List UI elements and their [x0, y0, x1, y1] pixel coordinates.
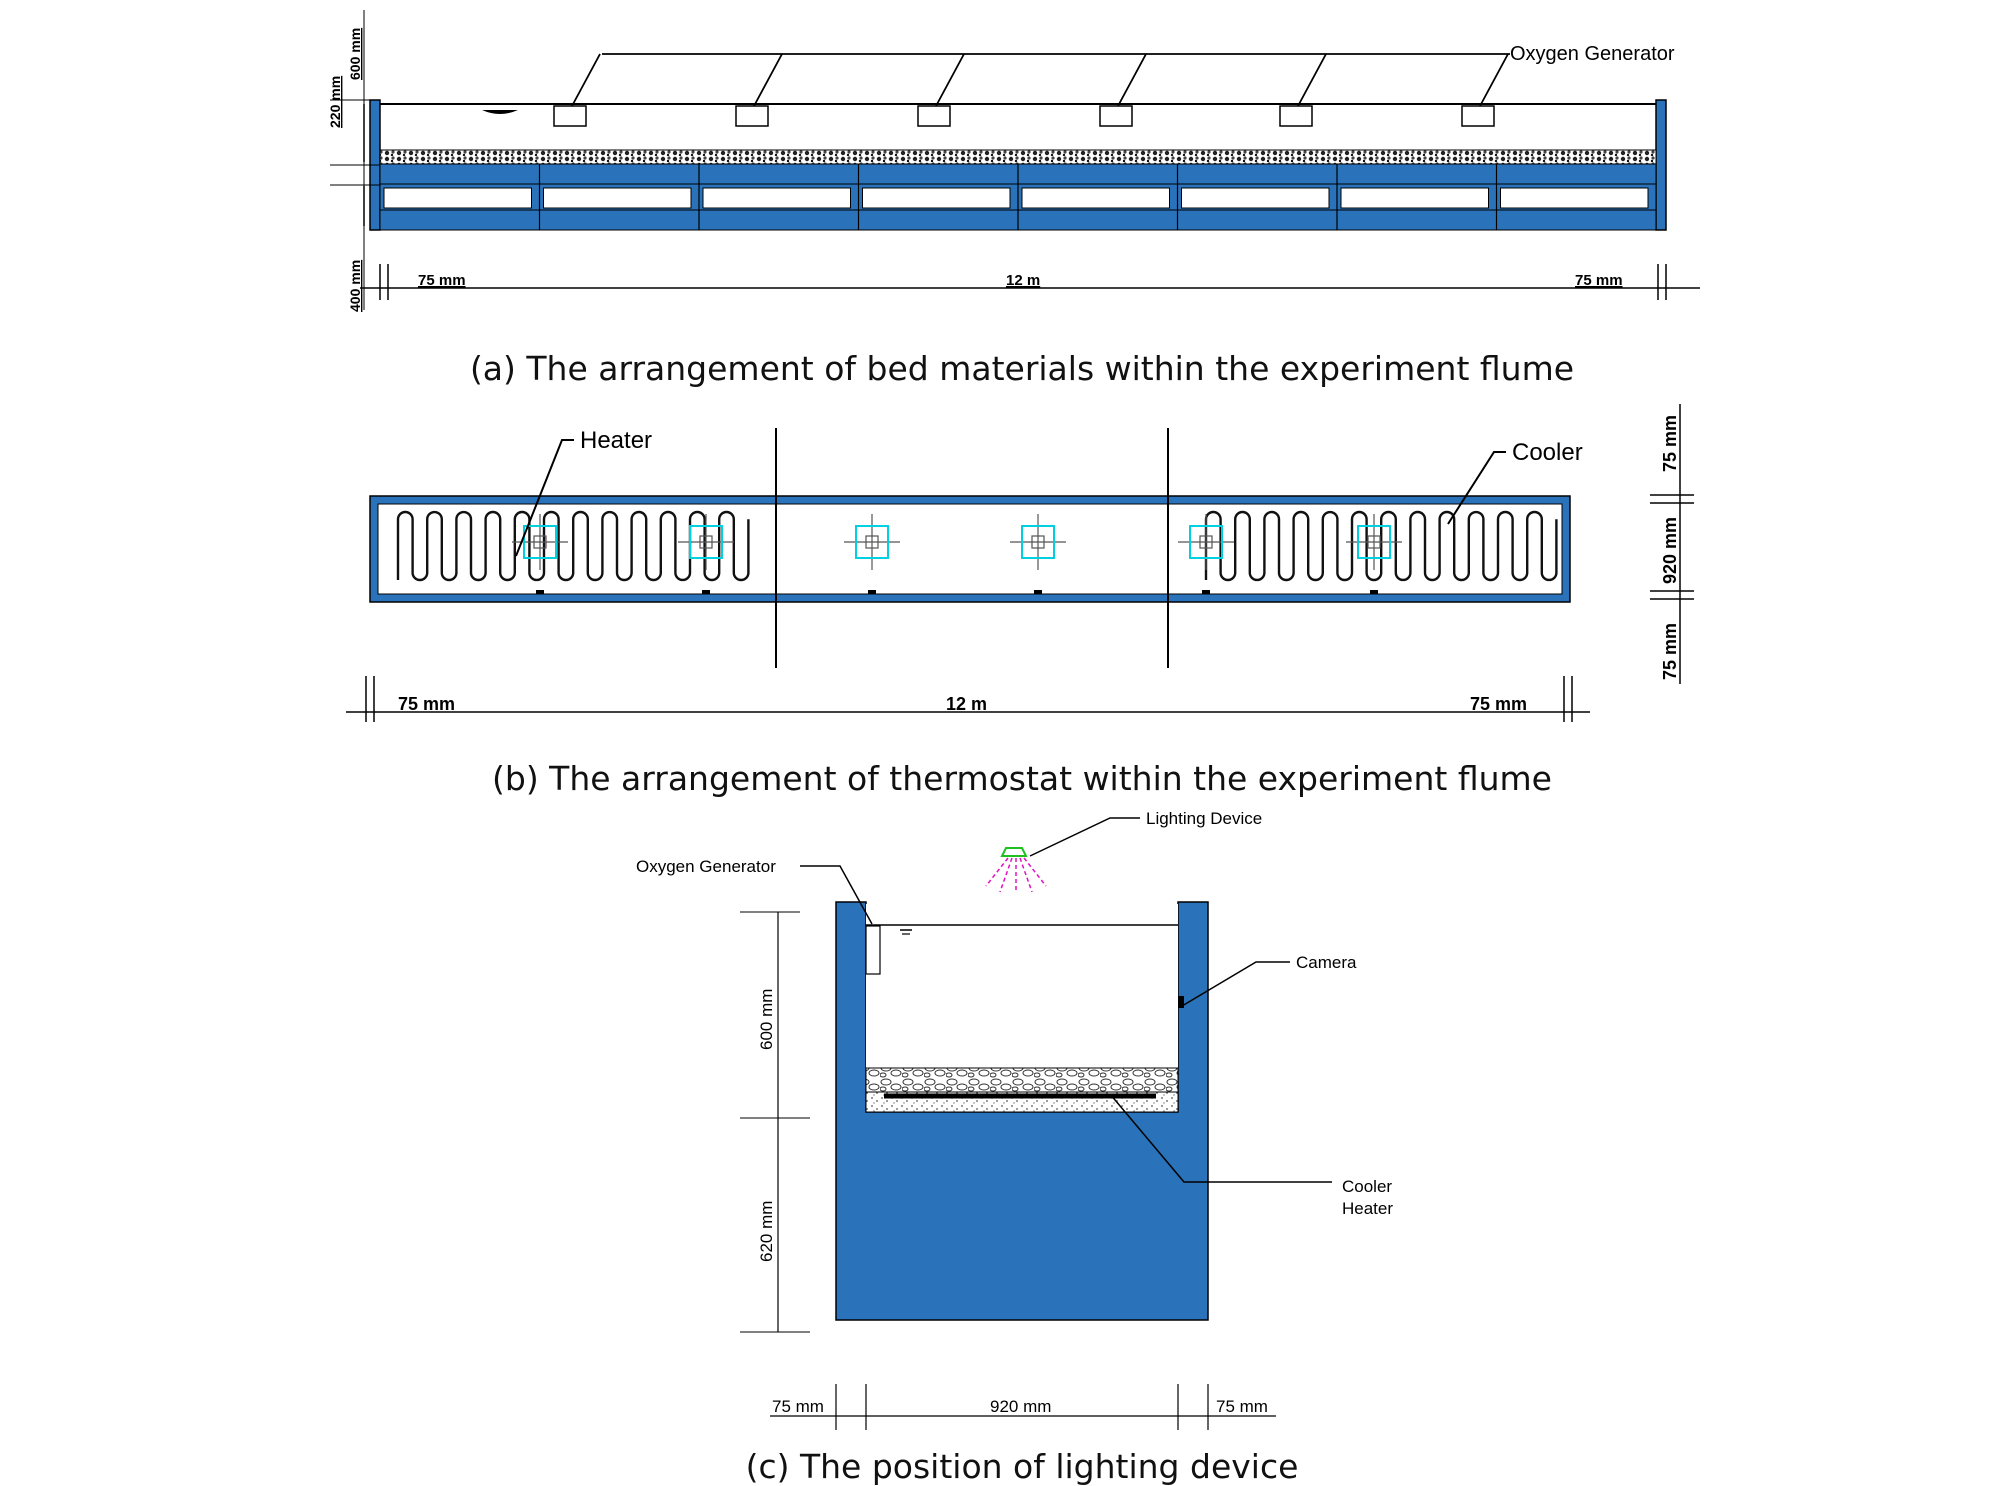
bottom-tick	[536, 590, 544, 594]
gravel-layer	[865, 1067, 1179, 1093]
caption-c: (c) The position of lighting device	[746, 1447, 1299, 1486]
oxygen-generator-label: Oxygen Generator	[1510, 43, 1675, 65]
sensor-box	[1189, 525, 1223, 559]
dim-c-center-920: 920 mm	[990, 1397, 1051, 1416]
dim-600-label: 600 mm	[347, 28, 363, 80]
bed-opening	[1181, 187, 1330, 209]
caption-a: (a) The arrangement of bed materials wit…	[470, 349, 1574, 388]
heater-label-c: Heater	[1342, 1199, 1393, 1218]
dim-b-center-12m: 12 m	[946, 694, 987, 714]
oxygen-leader	[1297, 53, 1327, 107]
dim-left-75: 75 mm	[418, 272, 466, 289]
dim-c-right-75: 75 mm	[1216, 1397, 1268, 1416]
dim-220-label: 220 mm	[327, 76, 343, 128]
sensor-core	[1367, 535, 1381, 549]
bed-opening	[862, 187, 1011, 209]
bottom-tick	[1202, 590, 1210, 594]
bottom-dimension-b: 75 mm 12 m 75 mm	[346, 676, 1590, 722]
bed-material-layer	[379, 149, 1657, 165]
bed-opening	[1340, 187, 1489, 209]
bed-opening	[1021, 187, 1170, 209]
dim-c-600: 600 mm	[757, 989, 776, 1050]
heater-leader	[515, 439, 574, 557]
bed-openings	[383, 187, 1649, 209]
dim-c-left-75: 75 mm	[772, 1397, 824, 1416]
dim-400-label: 400 mm	[347, 260, 363, 312]
sensor-box	[1357, 525, 1391, 559]
right-dimension-b: 75 mm 920 mm 75 mm	[1650, 404, 1694, 684]
oxygen-leader	[935, 53, 965, 107]
oxygen-generator-box	[1461, 105, 1495, 127]
oxygen-leader	[571, 53, 601, 107]
bottom-tick	[1034, 590, 1042, 594]
oxygen-generator-box	[1099, 105, 1133, 127]
sensor-core	[865, 535, 879, 549]
lighting-device	[985, 817, 1140, 893]
bottom-tick	[1370, 590, 1378, 594]
panel-b: Heater Cooler 75 mm 12 m 75 mm 75 mm 920…	[346, 404, 1694, 798]
oxygen-leader	[1117, 53, 1147, 107]
sensor-box	[855, 525, 889, 559]
heater-label: Heater	[580, 427, 652, 454]
oxygen-generator-c	[865, 925, 881, 975]
flume-plan-interior	[377, 503, 1563, 595]
sensor-core	[1199, 535, 1213, 549]
lamp-icon	[1000, 847, 1028, 857]
dim-center-12m: 12 m	[1006, 272, 1040, 289]
water-level-mark	[482, 110, 518, 114]
oxygen-generator-box	[1279, 105, 1313, 127]
left-dimensions: 600 mm 220 mm 400 mm	[327, 10, 380, 312]
dim-b-left-75: 75 mm	[398, 694, 455, 714]
oxygen-generator-box	[553, 105, 587, 127]
oxygen-generator-box	[735, 105, 769, 127]
cooler-leader	[1447, 451, 1506, 525]
sensor-box	[689, 525, 723, 559]
dim-b-side-mid: 920 mm	[1660, 517, 1680, 584]
camera-icon	[1178, 996, 1184, 1008]
oxygen-leader	[1479, 53, 1509, 107]
sensor-core	[1031, 535, 1045, 549]
panel-a: Oxygen Generator 600 mm 220 mm 400 mm 75…	[327, 10, 1700, 388]
sensor-box	[1021, 525, 1055, 559]
segment-dividers	[538, 164, 1498, 230]
cooler-coil	[1204, 510, 1558, 582]
sensor-core	[699, 535, 713, 549]
flume-side-view	[369, 99, 1667, 231]
caption-b: (b) The arrangement of thermostat within…	[492, 759, 1552, 798]
dim-c-620: 620 mm	[757, 1201, 776, 1262]
lighting-device-label: Lighting Device	[1146, 809, 1262, 828]
dim-right-75: 75 mm	[1575, 272, 1623, 289]
sensor-core	[533, 535, 547, 549]
oxygen-leader	[753, 53, 783, 107]
cooler-label-c: Cooler	[1342, 1177, 1392, 1196]
camera-label: Camera	[1296, 953, 1357, 972]
panel-c: Lighting Device Oxygen Generator Camera …	[636, 809, 1393, 1486]
right-wall	[1655, 99, 1667, 231]
oxygen-generator-box	[917, 105, 951, 127]
thermostat-sensors	[512, 514, 1402, 570]
cooler-label: Cooler	[1512, 439, 1583, 466]
dim-b-right-75: 75 mm	[1470, 694, 1527, 714]
oxygen-generator-label-c: Oxygen Generator	[636, 857, 776, 876]
bottom-dimension: 75 mm 12 m 75 mm	[360, 264, 1700, 300]
bottom-tick	[868, 590, 876, 594]
bed-opening	[702, 187, 851, 209]
dim-b-side-bottom: 75 mm	[1660, 623, 1680, 680]
bottom-tick	[702, 590, 710, 594]
bed-opening	[543, 187, 692, 209]
bed-opening	[383, 187, 532, 209]
dim-b-side-top: 75 mm	[1660, 415, 1680, 472]
bottom-ticks	[536, 590, 1378, 594]
oxygen-generators	[553, 53, 1509, 127]
vertical-dimension-c: 600 mm 620 mm	[740, 911, 810, 1333]
sensor-box	[523, 525, 557, 559]
bed-opening	[1500, 187, 1649, 209]
horizontal-dimension-c: 75 mm 920 mm 75 mm	[770, 1384, 1276, 1430]
